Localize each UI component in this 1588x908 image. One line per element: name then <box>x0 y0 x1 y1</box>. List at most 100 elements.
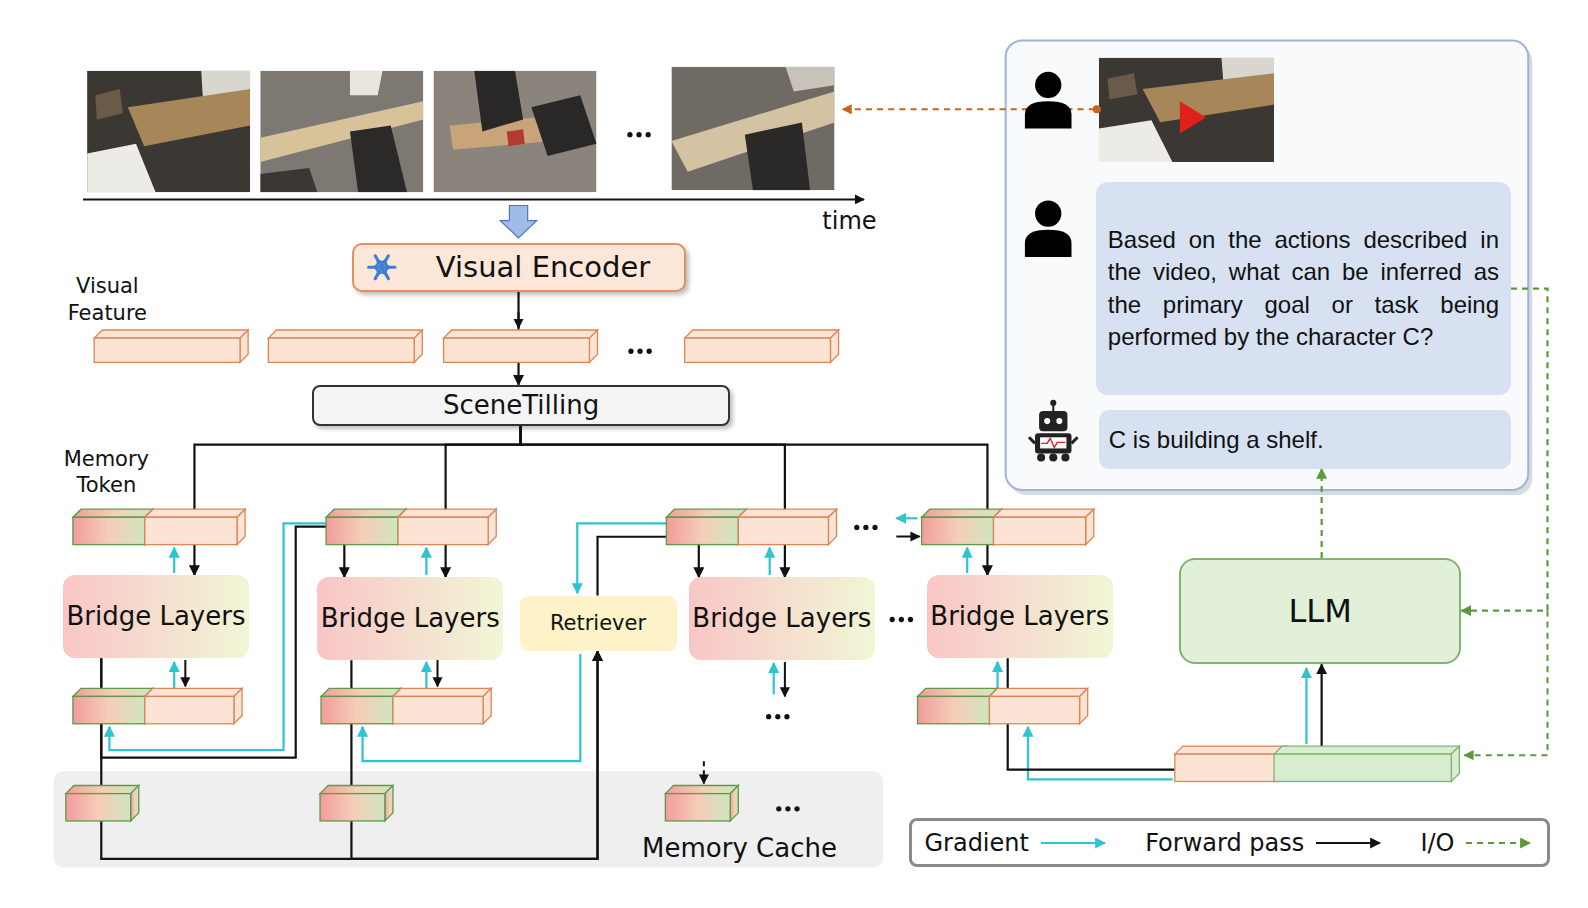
gradient-arrow <box>425 662 427 690</box>
gradient-arrow <box>773 663 775 694</box>
box-front <box>145 696 234 723</box>
node-text: Based on the actions described in the vi… <box>1108 224 1499 354</box>
box-top <box>1175 746 1286 754</box>
box-side <box>828 509 836 544</box>
box-side <box>1080 688 1088 723</box>
down-block-arrow <box>500 205 536 237</box>
frame-shape <box>507 129 525 146</box>
robot-body <box>1035 433 1071 453</box>
forward-arrow <box>518 312 520 328</box>
frame-shape <box>95 89 123 119</box>
box-side <box>488 509 496 544</box>
frame-shape <box>260 71 423 192</box>
video-frame <box>433 71 596 192</box>
box-front <box>268 338 414 362</box>
connector <box>446 426 521 577</box>
legend-line <box>1041 841 1105 843</box>
feature-token <box>393 688 491 723</box>
forward-arrow <box>184 660 186 686</box>
memory-token <box>321 688 401 723</box>
memory-token <box>326 509 406 544</box>
frame-shape <box>671 67 834 190</box>
time-axis <box>83 198 864 200</box>
connector <box>521 426 988 575</box>
box-front <box>1274 754 1451 781</box>
box-front <box>398 517 488 544</box>
ellipsis-dots <box>627 132 650 137</box>
text-label: Visual Feature <box>51 273 164 326</box>
box-front <box>321 696 393 723</box>
box-side <box>483 688 491 723</box>
dot <box>766 714 771 719</box>
answer-bubble: C is building a shelf. <box>1099 410 1511 469</box>
box-front <box>73 517 145 544</box>
legend-sample <box>1039 833 1109 853</box>
feature-token <box>145 688 242 723</box>
box-side <box>1086 509 1094 544</box>
video-frame <box>671 67 834 190</box>
memory-token <box>73 509 153 544</box>
box-front <box>66 794 131 821</box>
frame-shape <box>1143 73 1274 122</box>
box-top <box>738 509 836 517</box>
box-top <box>918 688 998 696</box>
gradient-arrow <box>1305 668 1307 744</box>
robot-eye <box>1044 418 1050 424</box>
node-text: Bridge Layers <box>321 603 500 634</box>
robot-arm <box>1071 437 1077 443</box>
ellipsis-dots <box>776 806 799 811</box>
feature-token <box>738 509 836 544</box>
gradient-arrow <box>769 548 771 575</box>
dot <box>854 525 859 530</box>
bridge-box: Bridge Layers <box>317 577 503 660</box>
box-side <box>730 786 738 821</box>
gradient-arrow <box>896 517 917 519</box>
box-front <box>145 517 237 544</box>
frame-shape <box>531 95 596 156</box>
cached-memory-token <box>320 786 393 821</box>
ellipsis-dots <box>766 714 789 719</box>
robot-icon <box>1029 400 1078 462</box>
io-dot <box>1093 105 1101 113</box>
node-text: SceneTilling <box>443 390 599 421</box>
frame-shape <box>260 101 423 162</box>
dot <box>646 132 651 137</box>
ellipsis-dots <box>854 525 877 530</box>
llm-input-text <box>1274 746 1459 781</box>
ellipsis-dots <box>628 349 651 354</box>
legend-box: GradientForward passI/O <box>909 818 1549 867</box>
visual-feature <box>268 330 422 362</box>
video-frame <box>87 71 250 192</box>
dot <box>863 525 868 530</box>
connector <box>521 426 785 577</box>
forward-arrow <box>436 660 438 686</box>
dot <box>872 525 877 530</box>
frame-shape <box>1108 73 1138 99</box>
node-text: Visual Encoder <box>436 250 650 285</box>
dot <box>784 714 789 719</box>
box-front <box>666 517 738 544</box>
legend-line <box>1316 841 1380 843</box>
connector <box>194 426 520 575</box>
box-top <box>145 509 245 517</box>
box-front <box>685 338 831 362</box>
text-label: time <box>822 206 876 236</box>
video-frame <box>1099 58 1274 162</box>
box-top <box>268 330 422 338</box>
robot-screen <box>1040 437 1066 448</box>
box-top <box>1274 746 1459 754</box>
feature-token <box>398 509 496 544</box>
connector <box>1321 469 1323 558</box>
bridge-box: Bridge Layers <box>927 575 1113 658</box>
llm-box: LLM <box>1179 558 1462 664</box>
box-top <box>73 688 153 696</box>
box-top <box>321 688 401 696</box>
box-top <box>989 688 1087 696</box>
memory-token <box>73 688 153 723</box>
robot-wheel <box>1049 453 1057 461</box>
box-top <box>398 509 496 517</box>
user-body <box>1025 230 1072 257</box>
frame-shape <box>1099 58 1274 162</box>
box-front <box>989 696 1079 723</box>
bridge-box: Bridge Layers <box>63 575 249 658</box>
